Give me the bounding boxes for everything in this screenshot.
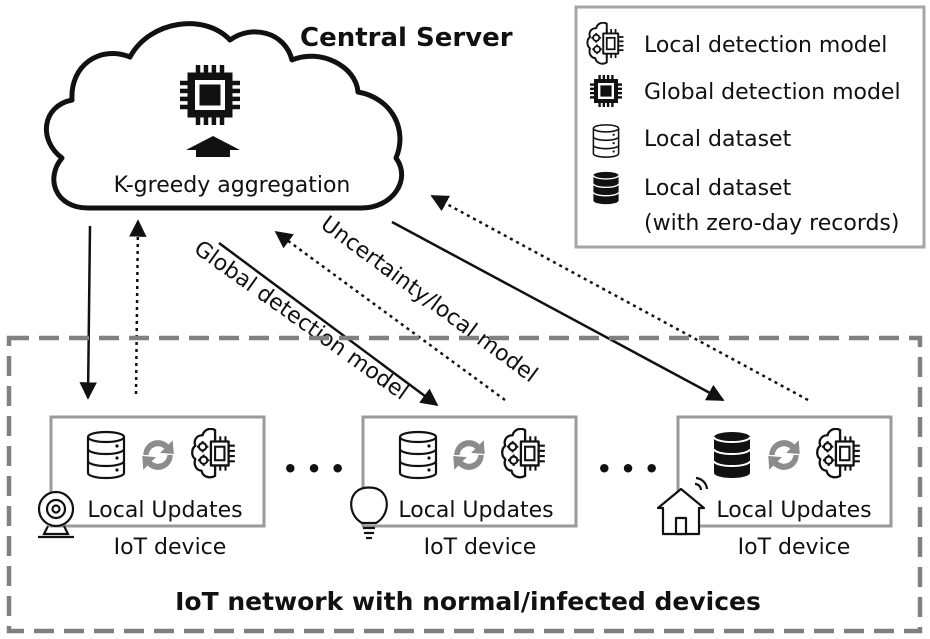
arrow-server-to-device3 [391,220,725,402]
legend-label-global-model: Global detection model [644,80,901,105]
legend-label-dataset: Local dataset [644,127,792,152]
device2-caption: IoT device [424,535,537,560]
device3-dataset-filled-icon [713,431,751,479]
arrow-server-to-device1 [79,225,97,400]
ellipsis-1: • • • [283,455,346,483]
arrow-server-to-device2 [218,241,439,407]
device1-dataset-icon [86,430,126,480]
arrow-device1-to-server [129,219,147,395]
smart-home-icon [656,476,709,536]
legend-dataset-filled-icon [592,171,620,205]
ellipsis-2: • • • [597,455,660,483]
arrow-device2-to-server [274,230,506,402]
device1-updates-label: Local Updates [87,498,242,523]
iot-device-2: Local Updates [361,415,578,528]
device2-updates-label: Local Updates [398,498,553,523]
iot-network-title: IoT network with normal/infected devices [175,587,761,616]
legend-label-zero-day-sub: (with zero-day records) [644,211,899,236]
device3-caption: IoT device [738,535,851,560]
iot-network-boundary [6,335,923,634]
aggregation-label: K-greedy aggregation [114,173,351,198]
webcam-icon [37,490,75,539]
device1-caption: IoT device [114,535,227,560]
arrow-device3-to-server [430,194,809,402]
global-model-chip-icon [180,65,240,125]
legend-box [574,5,926,249]
central-server-title: Central Server [300,23,513,53]
aggregation-up-arrow-icon [186,136,240,157]
flow-arrows [79,194,809,407]
lightbulb-icon [350,486,388,540]
iot-device-1: Local Updates [49,415,266,528]
device3-updates-label: Local Updates [716,498,871,523]
legend-dataset-outline-icon [592,124,620,158]
device2-dataset-icon [398,430,438,480]
legend-global-model-icon [590,75,622,107]
legend-label-dataset-zero-day: Local dataset [644,176,792,201]
iot-device-3: Local Updates [676,415,893,528]
legend-label-local-model: Local detection model [644,33,887,58]
